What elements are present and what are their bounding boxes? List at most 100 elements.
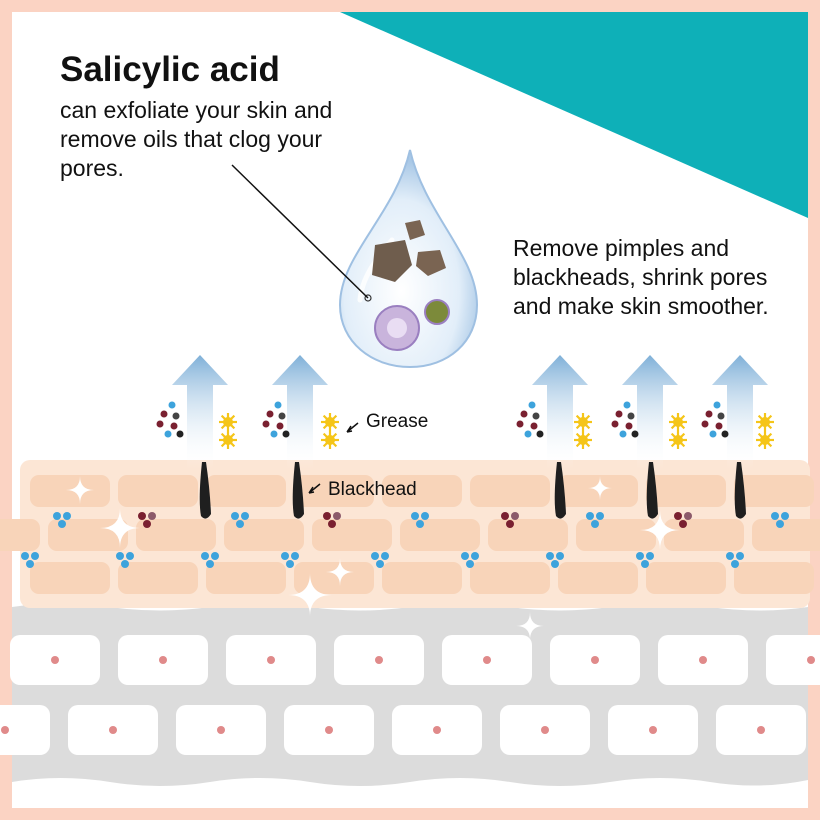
dot bbox=[586, 512, 594, 520]
grease-core bbox=[223, 435, 233, 445]
skin-cell bbox=[30, 562, 110, 594]
dot bbox=[138, 512, 146, 520]
up-arrow-icon bbox=[532, 355, 588, 470]
dot bbox=[211, 552, 219, 560]
sparkle-icon bbox=[588, 476, 612, 500]
dot bbox=[21, 552, 29, 560]
cell-nucleus bbox=[483, 656, 491, 664]
particle bbox=[536, 430, 544, 438]
dot bbox=[286, 560, 294, 568]
sparkle-icon bbox=[66, 476, 94, 504]
particle bbox=[524, 430, 532, 438]
skin-cell bbox=[752, 519, 820, 551]
cell-nucleus bbox=[267, 656, 275, 664]
blackhead-icon bbox=[646, 462, 658, 519]
dot bbox=[201, 552, 209, 560]
skin-cell bbox=[734, 562, 814, 594]
dot bbox=[556, 552, 564, 560]
dot bbox=[26, 560, 34, 568]
dermis-cell bbox=[766, 635, 820, 685]
dot bbox=[371, 552, 379, 560]
up-arrow-icon bbox=[712, 355, 768, 470]
grease-core bbox=[325, 435, 335, 445]
description-line: can exfoliate your skin and bbox=[60, 97, 333, 123]
dot bbox=[551, 560, 559, 568]
particle bbox=[278, 412, 286, 420]
particle bbox=[717, 412, 725, 420]
particle bbox=[631, 430, 639, 438]
dot bbox=[684, 512, 692, 520]
particle bbox=[625, 422, 633, 430]
grease-core bbox=[223, 417, 233, 427]
dot bbox=[31, 552, 39, 560]
dot bbox=[116, 552, 124, 560]
dot-clusters bbox=[21, 512, 789, 568]
particle bbox=[270, 430, 278, 438]
cell-nucleus bbox=[757, 726, 765, 734]
skin-cell bbox=[382, 562, 462, 594]
cell-nucleus bbox=[591, 656, 599, 664]
description-line: pores. bbox=[60, 155, 124, 181]
dot bbox=[281, 552, 289, 560]
skin-cell bbox=[734, 475, 814, 507]
cell-nucleus bbox=[699, 656, 707, 664]
dot bbox=[736, 552, 744, 560]
heading-title: Salicylic acid bbox=[60, 50, 280, 89]
up-arrow-icon bbox=[622, 355, 678, 470]
particle bbox=[156, 420, 164, 428]
particle bbox=[276, 422, 284, 430]
blackhead-pointer bbox=[308, 483, 321, 494]
dot bbox=[421, 512, 429, 520]
grease-icon bbox=[669, 413, 687, 431]
particle bbox=[623, 401, 631, 409]
dirt-particle bbox=[416, 250, 446, 276]
sparkle-icon bbox=[326, 558, 354, 586]
grease-core bbox=[673, 435, 683, 445]
particle bbox=[520, 410, 528, 418]
dot bbox=[231, 512, 239, 520]
sparkle-icon bbox=[100, 508, 140, 548]
skin-cell bbox=[558, 562, 638, 594]
particle bbox=[721, 430, 729, 438]
dot bbox=[53, 512, 61, 520]
particle bbox=[611, 420, 619, 428]
dot bbox=[291, 552, 299, 560]
dot bbox=[501, 512, 509, 520]
teal-corner-decoration bbox=[340, 12, 808, 218]
skin-cell bbox=[206, 562, 286, 594]
dot bbox=[148, 512, 156, 520]
grease-core bbox=[673, 417, 683, 427]
grease-icon bbox=[321, 413, 339, 431]
skin-cell bbox=[382, 475, 462, 507]
grease-label: Grease bbox=[366, 411, 429, 432]
particle bbox=[282, 430, 290, 438]
skin-cell bbox=[224, 519, 304, 551]
skin-cell bbox=[136, 519, 216, 551]
dot bbox=[143, 520, 151, 528]
blackhead-icon bbox=[554, 462, 566, 519]
blackhead-label: Blackhead bbox=[328, 479, 417, 500]
sparkles bbox=[66, 476, 680, 640]
cell-nucleus bbox=[51, 656, 59, 664]
skin-cell bbox=[206, 475, 286, 507]
particle bbox=[172, 412, 180, 420]
dot bbox=[781, 512, 789, 520]
grease-core bbox=[760, 435, 770, 445]
description-text: can exfoliate your skin and remove oils … bbox=[60, 96, 332, 183]
grease-icon bbox=[219, 413, 237, 431]
bacteria-icon bbox=[424, 299, 450, 325]
grease-core bbox=[325, 417, 335, 427]
skin-cell bbox=[576, 519, 656, 551]
skin-cell bbox=[400, 519, 480, 551]
dot bbox=[646, 552, 654, 560]
dot bbox=[328, 520, 336, 528]
grease-icon bbox=[574, 413, 592, 431]
upward-arrows bbox=[172, 355, 768, 470]
blackhead-icon bbox=[734, 462, 746, 519]
sparkle-icon bbox=[516, 612, 544, 640]
particle bbox=[701, 420, 709, 428]
skin-cell bbox=[118, 562, 198, 594]
grease-icon bbox=[669, 431, 687, 449]
dot bbox=[411, 512, 419, 520]
grease-icon bbox=[756, 431, 774, 449]
